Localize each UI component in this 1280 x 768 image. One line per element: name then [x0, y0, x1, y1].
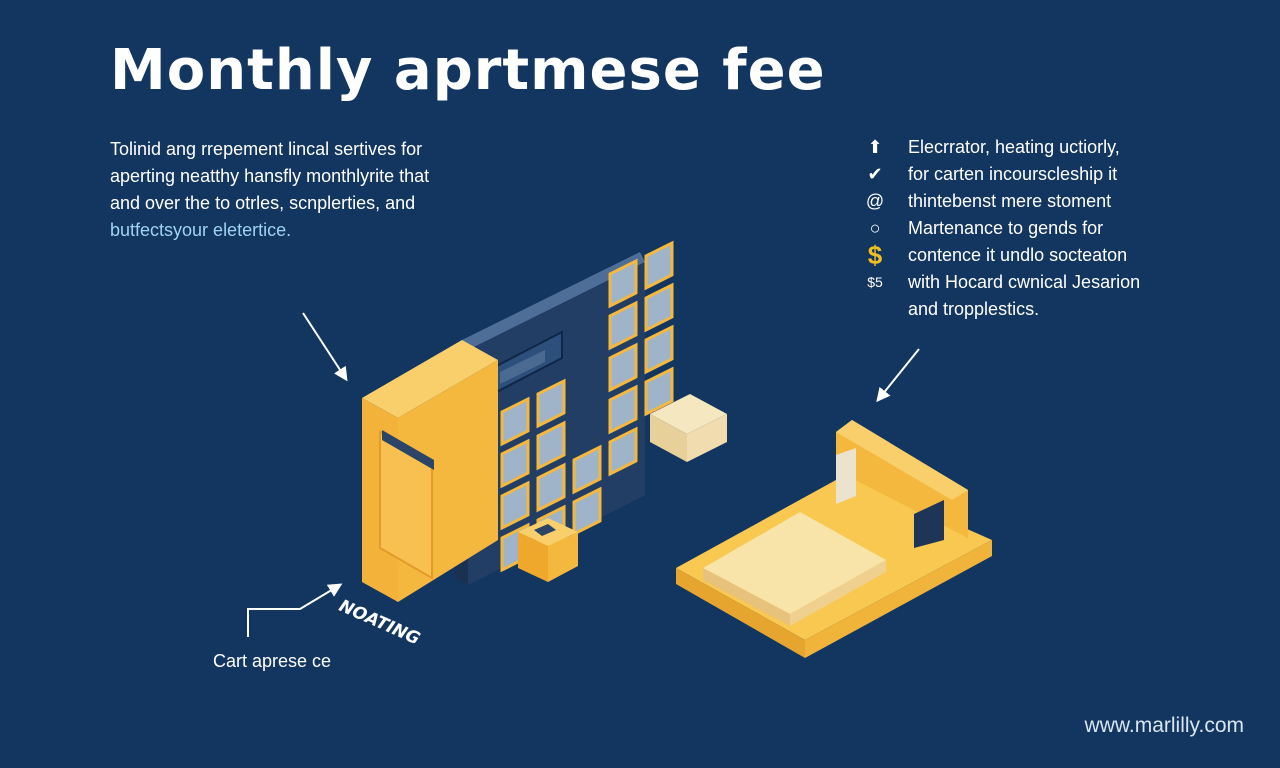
- feature-text: for carten incourscleship it: [908, 164, 1118, 184]
- feature-text: Elecrrator, heating uctiorly,: [908, 137, 1120, 157]
- window: [644, 240, 674, 291]
- feature-text: and tropplestics.: [908, 299, 1040, 319]
- feature-item: $ contence it undlo socteaton: [862, 242, 1192, 269]
- feature-item: @ thintebenst mere stoment: [862, 188, 1192, 215]
- window: [644, 282, 674, 333]
- window: [536, 420, 566, 471]
- window: [608, 384, 638, 435]
- footer-url: www.marlilly.com: [1084, 714, 1244, 737]
- window: [644, 324, 674, 375]
- intro-line: Tolinid ang rrepement lincal sertives fo…: [110, 139, 423, 159]
- check-icon: ✔: [867, 164, 883, 184]
- intro-line: and over the to otrles, scnplerties, and: [110, 193, 416, 213]
- window: [500, 396, 530, 447]
- window: [500, 480, 530, 531]
- small-box: [518, 518, 578, 582]
- dollar-amount-icon: $5: [867, 274, 883, 290]
- feature-text: thintebenst mere stoment: [908, 191, 1112, 211]
- window: [608, 342, 638, 393]
- up-arrow-icon: ⬆: [867, 137, 883, 157]
- window: [500, 438, 530, 489]
- feature-text: Martenance to gends for: [908, 218, 1104, 238]
- window: [608, 258, 638, 309]
- window: [572, 486, 602, 537]
- window: [536, 378, 566, 429]
- window: [572, 444, 602, 495]
- feature-item: ○ Martenance to gends for: [862, 215, 1192, 242]
- intro-paragraph: Tolinid ang rrepement lincal sertives fo…: [110, 136, 510, 244]
- intro-line-highlight: butfectsyour eletertice.: [110, 220, 292, 240]
- at-icon: @: [865, 191, 885, 211]
- arrow-to-building: [302, 312, 348, 382]
- feature-text: with Hocard cwnical Jesarion: [908, 272, 1141, 292]
- circle-icon: ○: [869, 218, 881, 238]
- feature-item: and tropplestics.: [862, 296, 1192, 323]
- feature-item: ✔ for carten incourscleship it: [862, 161, 1192, 188]
- cream-cube: [650, 394, 727, 462]
- intro-line: aperting neatthy hansfly monthlyrite tha…: [110, 166, 430, 186]
- dollar-icon: $: [867, 240, 883, 270]
- feature-item: $5 with Hocard cwnical Jesarion: [862, 269, 1192, 296]
- bedroom-platform: [676, 420, 992, 658]
- cart-label: Cart aprese ce: [213, 651, 332, 671]
- page-title: Monthly aprtmese fee: [110, 38, 826, 103]
- feature-text: contence it undlo socteaton: [908, 245, 1128, 265]
- feature-list: ⬆ Elecrrator, heating uctiorly, ✔ for ca…: [862, 134, 1192, 323]
- arrow-to-label: [247, 583, 343, 637]
- feature-item: ⬆ Elecrrator, heating uctiorly,: [862, 134, 1192, 161]
- yellow-building-block: [362, 340, 498, 602]
- window: [608, 300, 638, 351]
- window: [536, 462, 566, 513]
- window: [644, 366, 674, 417]
- window: [608, 426, 638, 477]
- arrow-to-bedroom: [876, 348, 920, 403]
